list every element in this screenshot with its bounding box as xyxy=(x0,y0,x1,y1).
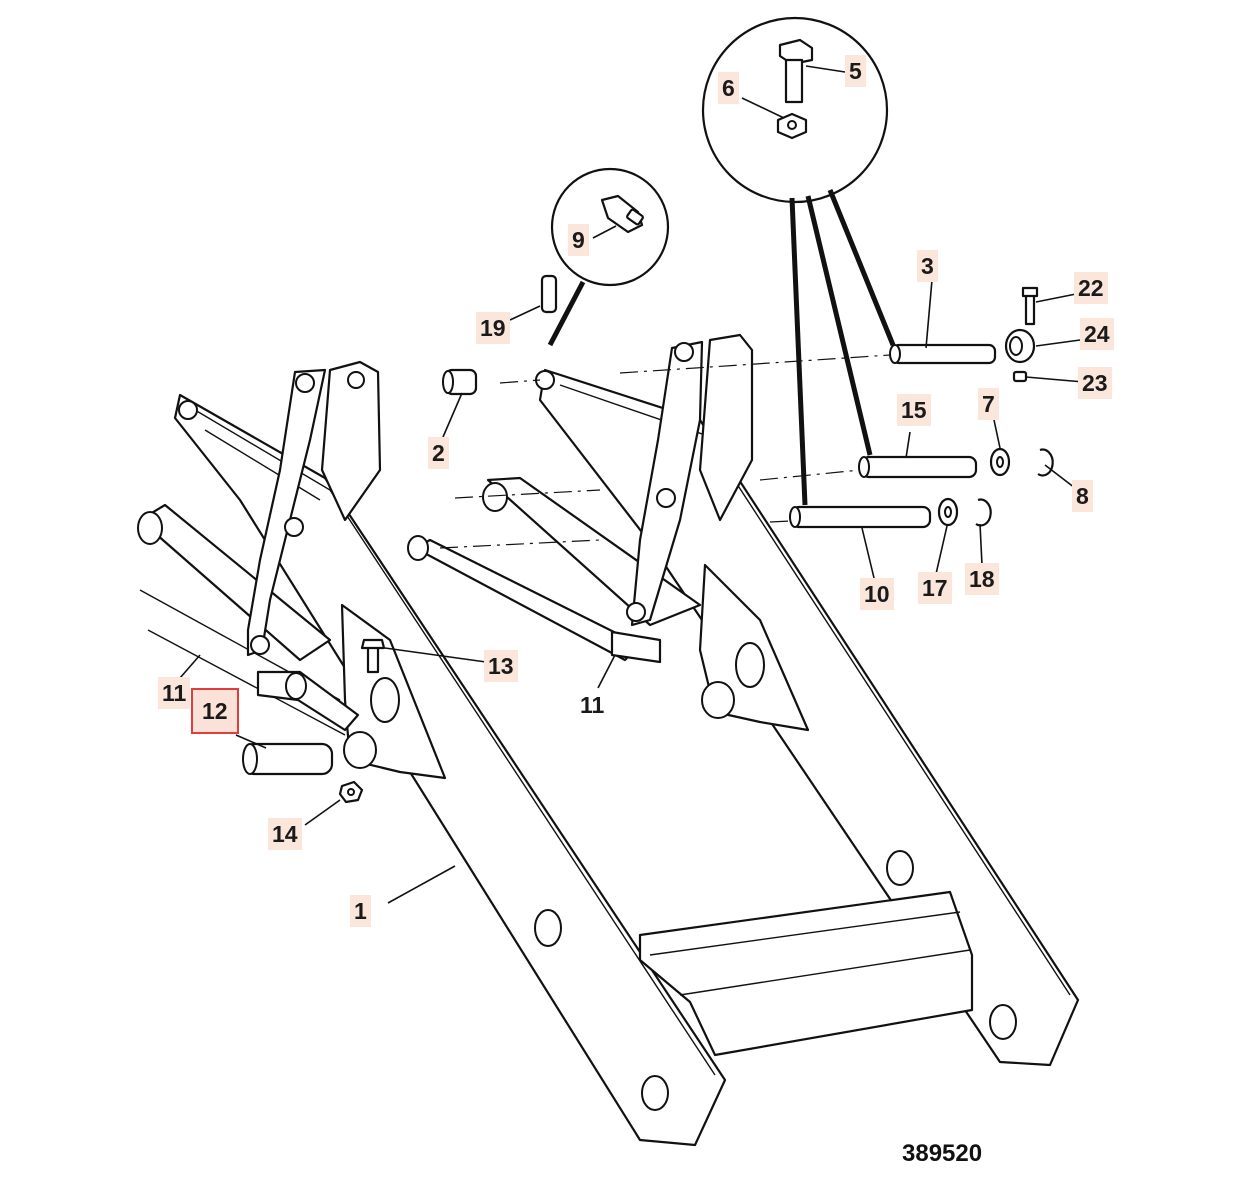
callout-5[interactable]: 5 xyxy=(845,55,866,87)
callout-10[interactable]: 10 xyxy=(860,578,894,610)
callout-15[interactable]: 15 xyxy=(897,394,931,426)
bolt-22 xyxy=(1021,286,1039,326)
nut-14 xyxy=(338,780,364,804)
left-lower-link xyxy=(137,503,346,736)
callout-7[interactable]: 7 xyxy=(978,388,999,420)
callout-9[interactable]: 9 xyxy=(568,224,589,256)
cross-member xyxy=(638,890,974,1057)
left-ram xyxy=(256,670,360,732)
circlip-8 xyxy=(1037,448,1054,477)
callout-17[interactable]: 17 xyxy=(918,572,952,604)
pin-15 xyxy=(858,455,978,479)
callout-14[interactable]: 14 xyxy=(268,818,302,850)
callout-1[interactable]: 1 xyxy=(350,895,371,927)
dowel-19 xyxy=(540,274,558,314)
detail-circle-grease-nipple xyxy=(550,167,670,287)
drawing-number: 389520 xyxy=(902,1140,983,1167)
spacer-24 xyxy=(1004,328,1036,364)
circlip-18 xyxy=(975,498,992,527)
callout-2[interactable]: 2 xyxy=(428,437,449,469)
callout-3[interactable]: 3 xyxy=(917,250,938,282)
pin-3 xyxy=(889,343,997,365)
right-ram xyxy=(407,535,662,664)
washer-7 xyxy=(989,447,1011,477)
detail-leaders xyxy=(547,189,896,506)
bolt-13 xyxy=(360,638,386,674)
callout-23[interactable]: 23 xyxy=(1078,367,1112,399)
callout-11-left[interactable]: 11 xyxy=(158,677,191,709)
right-gusset xyxy=(698,563,810,732)
callout-12-selected[interactable]: 12 xyxy=(191,688,239,734)
callout-24[interactable]: 24 xyxy=(1080,318,1114,350)
right-bellcrank xyxy=(626,333,754,627)
label-leaders xyxy=(179,65,1085,904)
pin-10 xyxy=(789,505,932,529)
grub-23 xyxy=(1012,370,1028,383)
alignment-lines xyxy=(439,354,891,549)
detail-circle-bolt-nut xyxy=(701,16,889,204)
washer-17 xyxy=(937,497,959,527)
left-boom-arm xyxy=(173,393,727,1147)
right-boom-arm xyxy=(535,368,1080,1067)
pin-12 xyxy=(242,742,334,776)
left-bellcrank xyxy=(246,360,382,657)
callout-8[interactable]: 8 xyxy=(1072,480,1093,512)
callout-6[interactable]: 6 xyxy=(718,72,739,104)
callout-19[interactable]: 19 xyxy=(476,312,510,344)
bush-2 xyxy=(442,368,478,396)
callout-22[interactable]: 22 xyxy=(1074,272,1108,304)
callout-18[interactable]: 18 xyxy=(965,563,999,595)
callout-11-right[interactable]: 11 xyxy=(580,692,605,718)
callout-13[interactable]: 13 xyxy=(484,650,518,682)
